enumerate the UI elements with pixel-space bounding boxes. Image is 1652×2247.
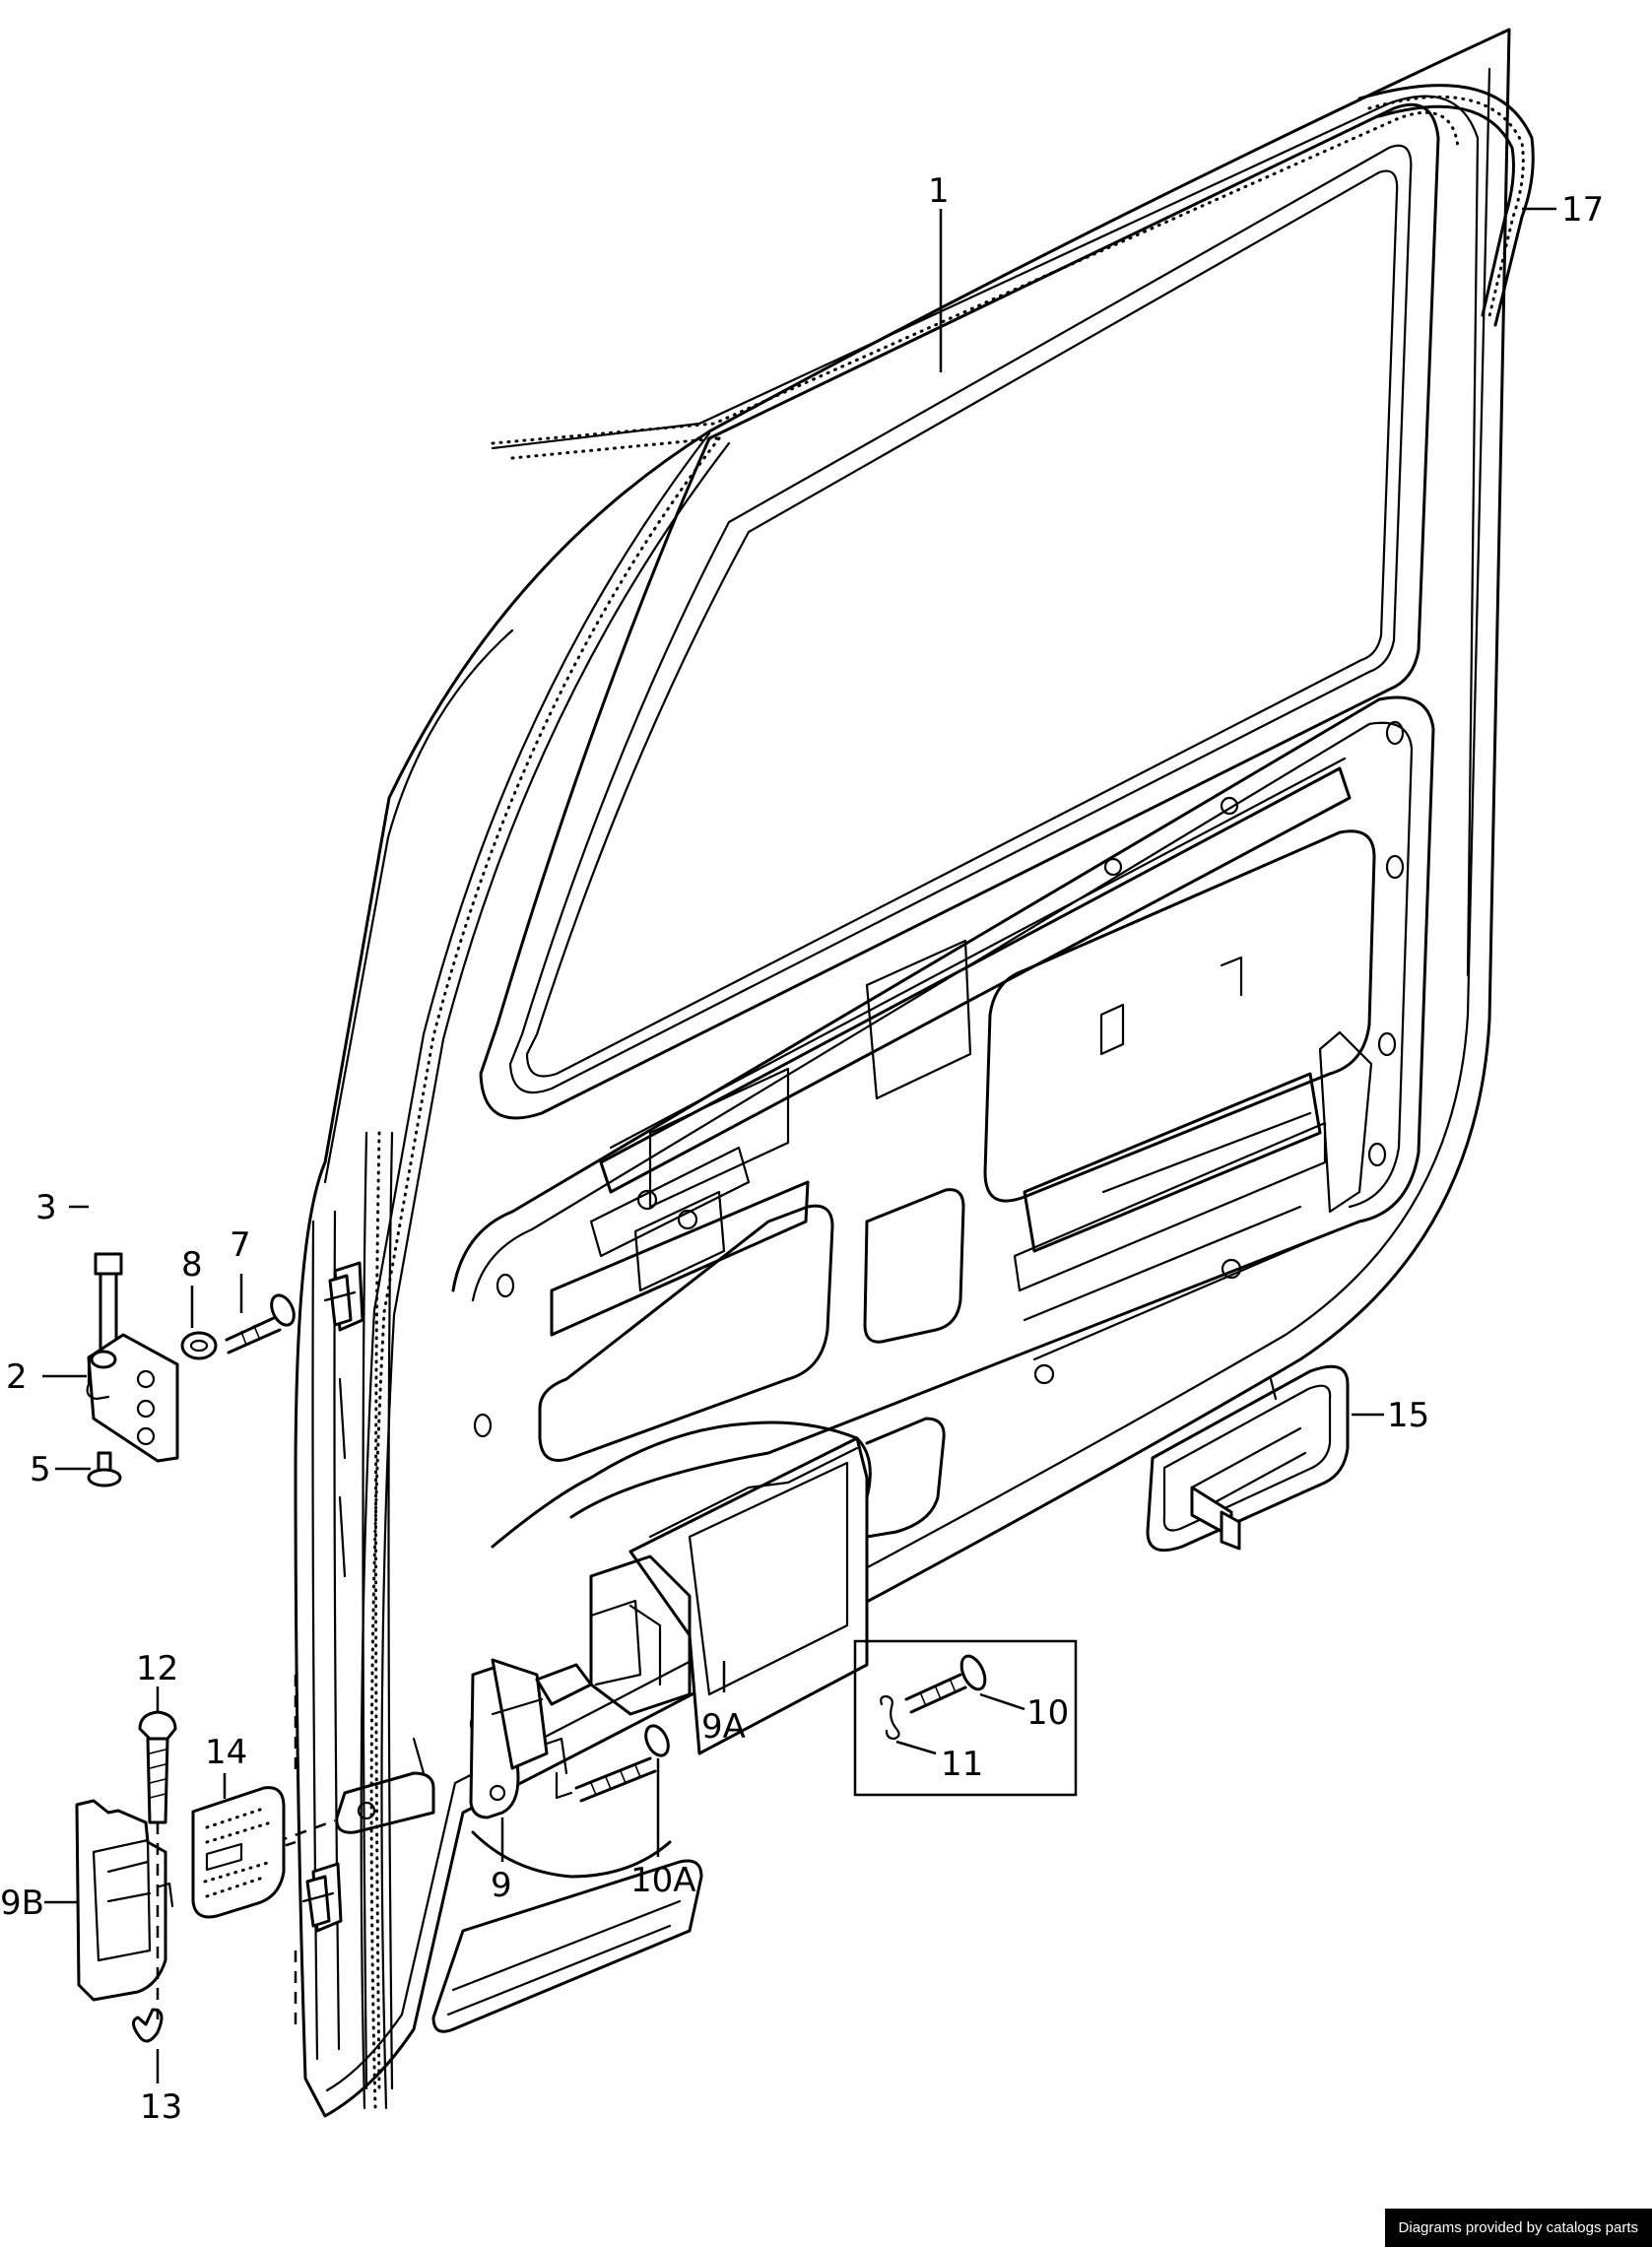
label-part-13: 13 bbox=[140, 2087, 182, 2127]
label-part-7: 7 bbox=[230, 1225, 251, 1265]
door-lock bbox=[469, 1436, 869, 1819]
label-part-9b: 9B bbox=[0, 1884, 44, 1923]
lower-panel bbox=[431, 1417, 946, 2033]
bolt-7 bbox=[225, 1293, 296, 1355]
window-frame bbox=[479, 95, 1480, 1120]
label-part-9a: 9A bbox=[701, 1707, 746, 1747]
door-shell bbox=[294, 28, 1511, 2118]
washer-8 bbox=[180, 1331, 218, 1360]
label-part-2: 2 bbox=[6, 1357, 28, 1397]
lock-arm bbox=[265, 1737, 435, 1854]
clip-13 bbox=[132, 2008, 164, 2043]
label-part-5: 5 bbox=[30, 1450, 51, 1489]
credit-badge: Diagrams provided by catalogs parts bbox=[1384, 2209, 1652, 2247]
label-part-3: 3 bbox=[35, 1188, 57, 1227]
label-part-10: 10 bbox=[1026, 1693, 1069, 1733]
label-part-9: 9 bbox=[491, 1866, 512, 1905]
upper-hinge bbox=[323, 1261, 364, 1578]
label-part-15: 15 bbox=[1387, 1396, 1429, 1435]
inset-box-10-11 bbox=[853, 1639, 1078, 1797]
inner-handle-15 bbox=[1146, 1364, 1350, 1553]
part-labels: 1 17 3 2 5 7 8 15 10 11 9A 9 10A 12 14 9… bbox=[0, 171, 1604, 2127]
label-part-17: 17 bbox=[1561, 190, 1604, 230]
bolt-12 bbox=[138, 1710, 177, 1824]
label-part-1: 1 bbox=[928, 171, 950, 211]
striker-plate-9b bbox=[75, 1799, 174, 2019]
pin-5 bbox=[87, 1451, 122, 1487]
hinge-bracket-2 bbox=[86, 1333, 179, 1463]
label-part-12: 12 bbox=[136, 1649, 178, 1688]
leader-lines bbox=[42, 207, 1556, 2083]
label-part-11: 11 bbox=[941, 1745, 983, 1784]
label-part-8: 8 bbox=[181, 1245, 203, 1285]
bolt-10a bbox=[574, 1724, 670, 1803]
door-seal bbox=[360, 84, 1535, 2110]
label-part-14: 14 bbox=[205, 1733, 247, 1772]
inner-panel bbox=[451, 695, 1435, 1737]
pad-14 bbox=[191, 1786, 286, 1919]
lower-hinge bbox=[301, 1862, 343, 1933]
label-part-10a: 10A bbox=[630, 1861, 696, 1900]
